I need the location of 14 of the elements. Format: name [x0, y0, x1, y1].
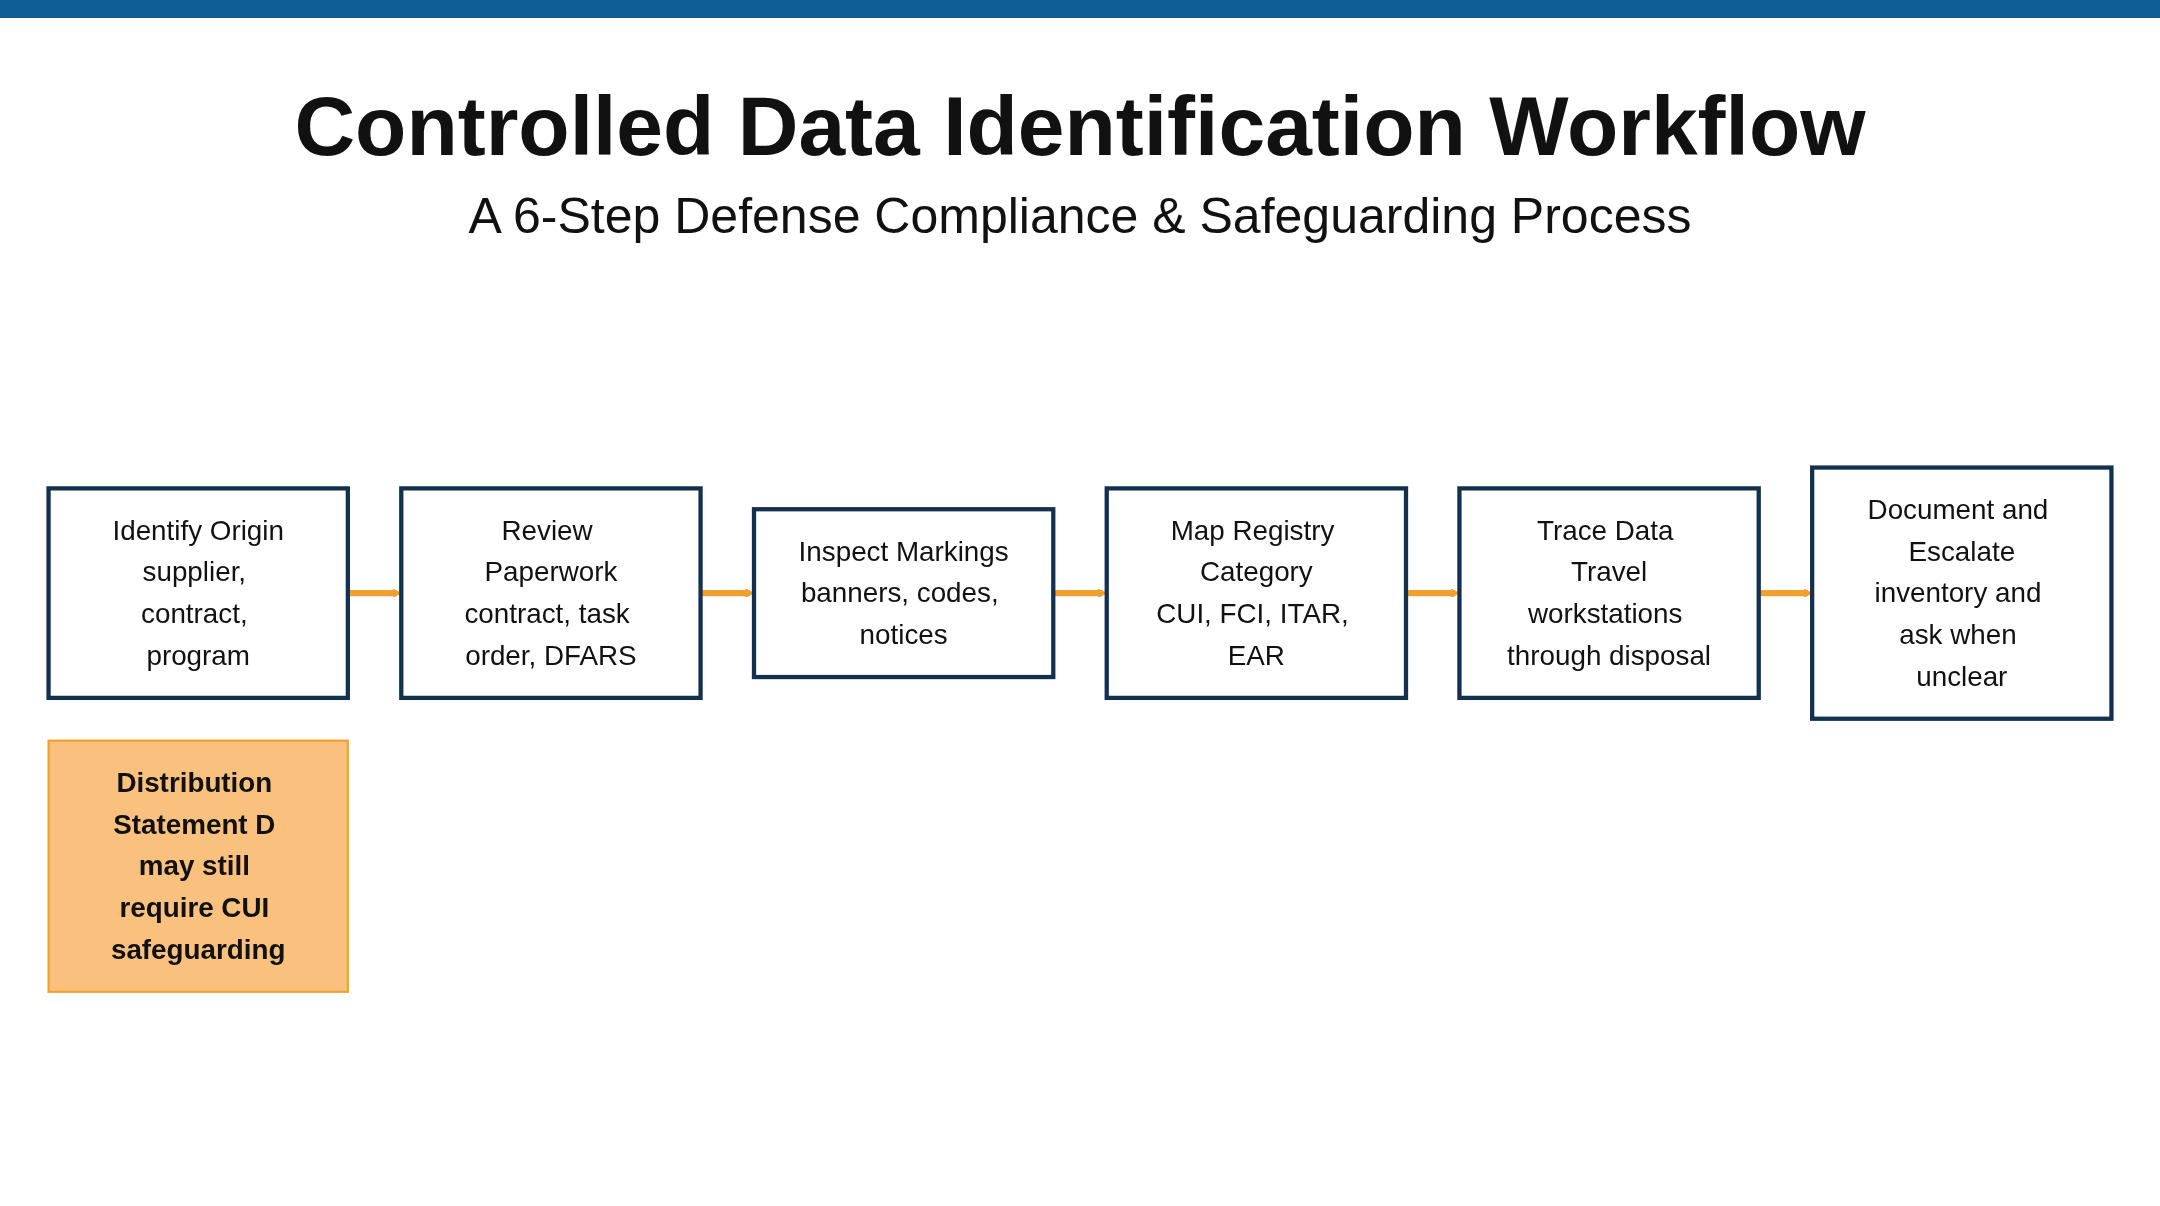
- arrow: [1406, 588, 1460, 599]
- arrow: [1758, 588, 1813, 599]
- arrow: [700, 588, 755, 599]
- node-box: Map Registry Category CUI, FCI, ITAR, EAR: [1104, 486, 1409, 701]
- node-box: Review Paperwork contract, task order, DFARS: [399, 486, 703, 701]
- node-box: Document and Escalate inventory and ask when unclear: [1810, 465, 2114, 722]
- node-box: Inspect Markings banners, codes, notices: [751, 507, 1056, 680]
- node-box: Identify Origin supplier, contract, program: [46, 486, 350, 701]
- arrow: [1053, 588, 1108, 599]
- node-box: Trace Data Travel workstations through disposal: [1457, 486, 1761, 701]
- title: Controlled Data Identification Workflow: [293, 78, 1867, 175]
- arrow: [347, 588, 402, 599]
- subtitle: A 6-Step Defense Compliance & Safeguarding Process: [467, 187, 1693, 245]
- node-box: Distribution Statement D may still require CUI safeguarding: [47, 739, 349, 994]
